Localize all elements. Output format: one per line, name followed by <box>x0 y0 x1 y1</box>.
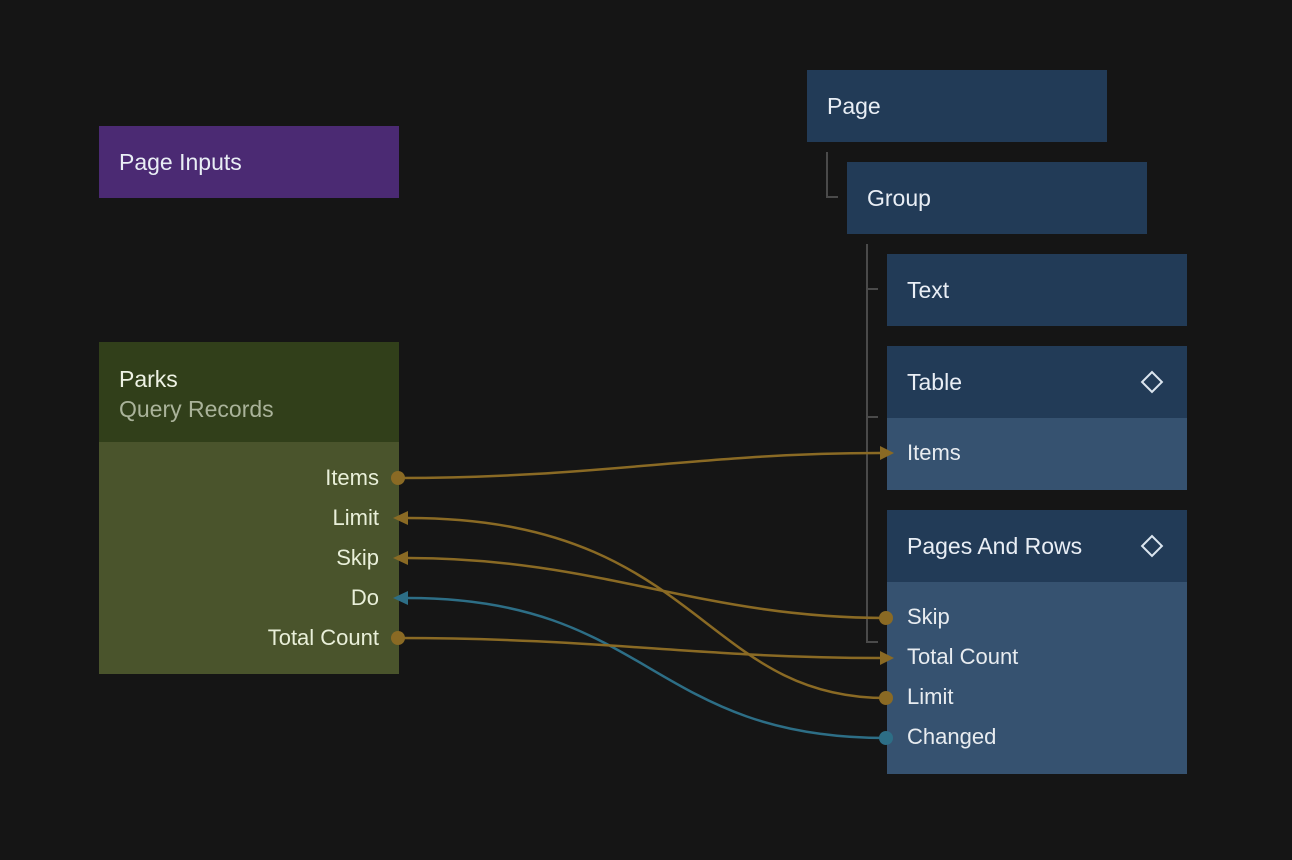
node-title: Page <box>827 93 881 119</box>
port-label-limit[interactable]: Limit <box>332 505 379 530</box>
wire-arrow <box>880 446 894 460</box>
group-node[interactable]: Group <box>847 162 1147 234</box>
port-dot-changed-out[interactable] <box>879 731 893 745</box>
node-title: Parks <box>119 366 178 392</box>
wire-limit-to-parks-limit[interactable] <box>407 516 887 700</box>
port-label-do[interactable]: Do <box>350 585 379 610</box>
node-title: Page Inputs <box>119 149 242 175</box>
table-node-ports: Items <box>887 418 1187 490</box>
port-label-skip[interactable]: Skip <box>336 545 379 570</box>
parks-node-header[interactable]: Parks Query Records <box>99 342 399 442</box>
wire-arrow <box>880 651 894 665</box>
table-node[interactable]: Table Items <box>887 346 1187 490</box>
wire-skip-to-parks-skip[interactable] <box>407 556 887 620</box>
port-dot-total-count-out[interactable] <box>391 631 405 645</box>
port-label-items[interactable]: Items <box>325 465 379 490</box>
wire-arrow <box>393 551 408 565</box>
wire-arrow <box>393 591 408 605</box>
node-title: Group <box>867 185 931 211</box>
port-label-items[interactable]: Items <box>907 440 961 465</box>
wire-items-to-table-items[interactable] <box>397 451 881 480</box>
port-label-skip[interactable]: Skip <box>907 604 950 629</box>
page-inputs-node[interactable]: Page Inputs <box>99 126 399 198</box>
node-title: Text <box>907 277 950 303</box>
node-title: Pages And Rows <box>907 533 1083 559</box>
pages-and-rows-node-ports: Skip Total Count Limit Changed <box>887 582 1187 774</box>
port-label-changed[interactable]: Changed <box>907 724 997 749</box>
wire-total-count-to-pages-total-count[interactable] <box>397 636 881 660</box>
node-title: Table <box>907 369 962 395</box>
port-dot-limit-out[interactable] <box>879 691 893 705</box>
wire-changed-to-parks-do[interactable] <box>407 596 887 740</box>
port-label-total-count[interactable]: Total Count <box>907 644 1019 669</box>
pages-and-rows-node[interactable]: Pages And Rows Skip Total Count Limit Ch… <box>887 510 1187 774</box>
node-subtitle: Query Records <box>119 396 274 422</box>
text-node[interactable]: Text <box>887 254 1187 326</box>
wire-arrow <box>393 511 408 525</box>
port-dot-skip-out[interactable] <box>879 611 893 625</box>
port-label-limit[interactable]: Limit <box>907 684 954 709</box>
parks-node-ports: Items Limit Skip Do Total Count <box>99 442 399 674</box>
page-node[interactable]: Page <box>807 70 1107 142</box>
port-label-total-count[interactable]: Total Count <box>267 625 379 650</box>
parks-query-records-node[interactable]: Parks Query Records Items Limit Skip Do … <box>99 342 399 674</box>
port-dot-items-out[interactable] <box>391 471 405 485</box>
